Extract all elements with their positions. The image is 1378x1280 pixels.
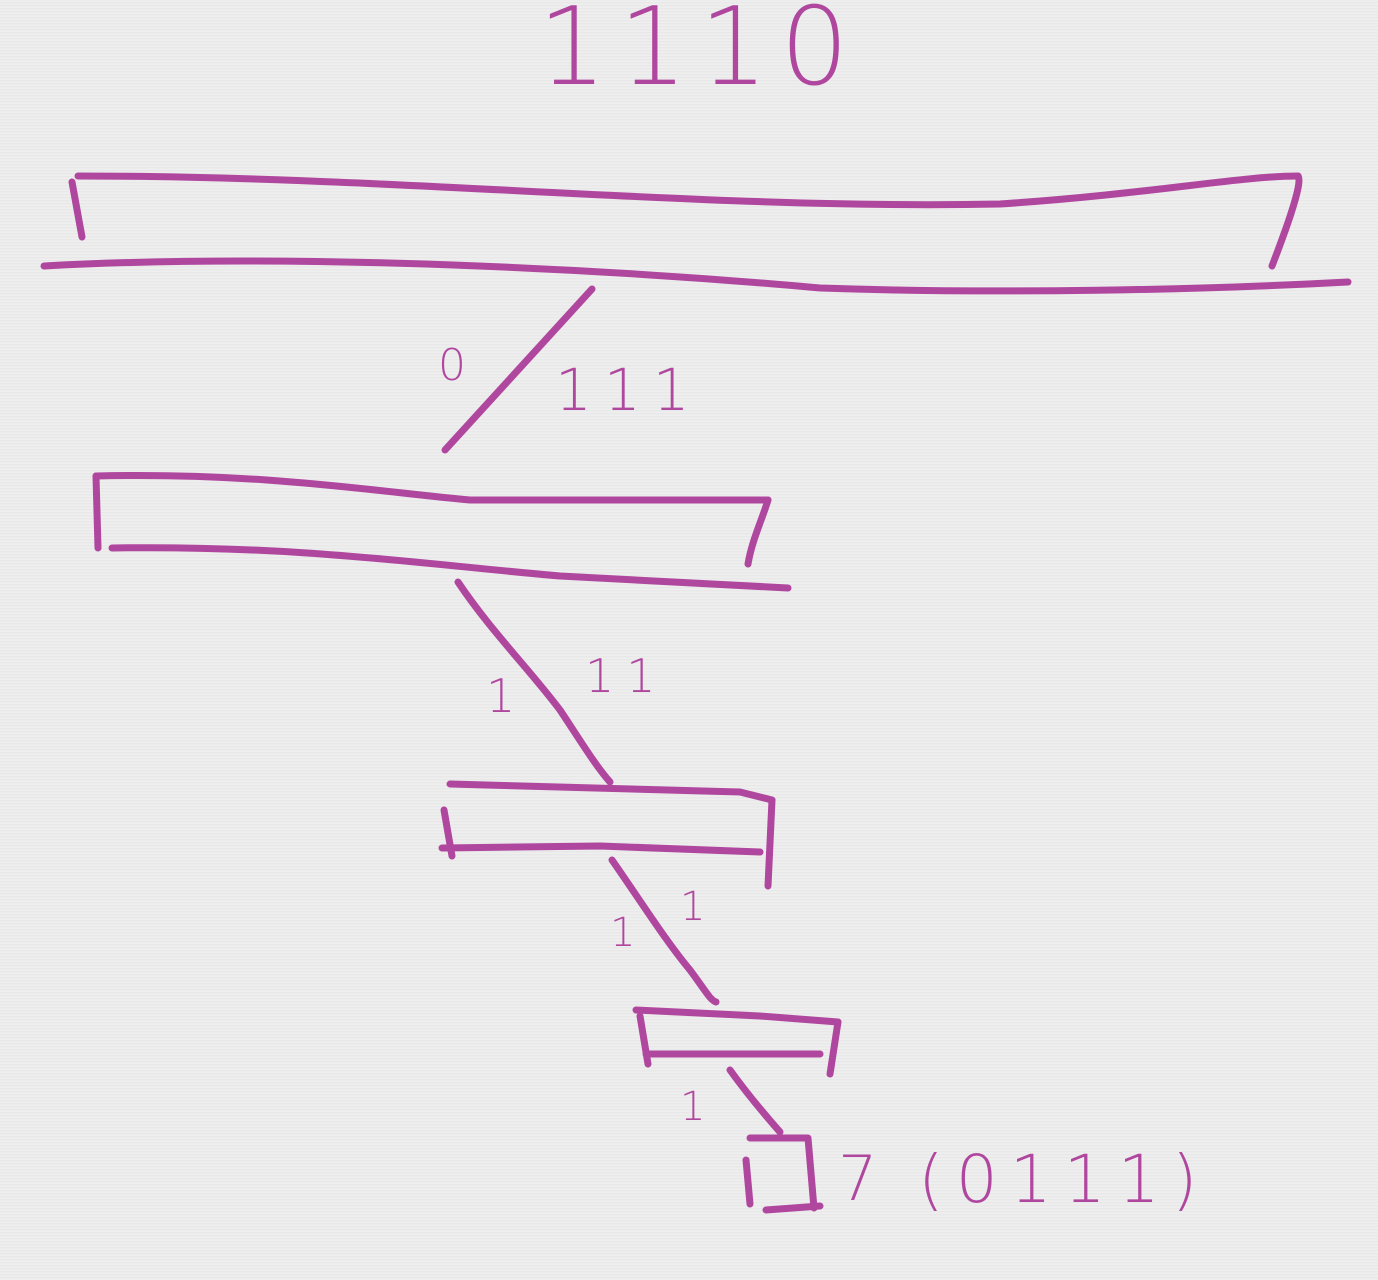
bar-level-1 <box>40 172 1352 295</box>
leaf-value-label: 7 <box>838 1142 889 1215</box>
leaf-code-label: (0111) <box>918 1141 1209 1218</box>
edge-2-left-label: 1 <box>486 669 527 723</box>
edge-2 <box>454 578 614 786</box>
bar-level-3 <box>438 780 776 890</box>
bar-level-4 <box>632 1006 842 1078</box>
edge-1 <box>441 285 596 454</box>
edge-4 <box>726 1066 784 1136</box>
root-number-label: 1110 <box>538 0 861 110</box>
edge-4-label: 1 <box>680 1084 717 1130</box>
edge-3-right-label: 1 <box>680 884 717 930</box>
edge-3 <box>608 856 720 1006</box>
leaf-cell <box>742 1134 824 1214</box>
edge-1-right-label: 111 <box>555 356 702 424</box>
edge-3-left-label: 1 <box>610 910 647 956</box>
edge-1-left-label: 0 <box>438 340 478 391</box>
bar-level-2 <box>92 471 792 592</box>
edge-2-right-label: 11 <box>585 649 668 703</box>
